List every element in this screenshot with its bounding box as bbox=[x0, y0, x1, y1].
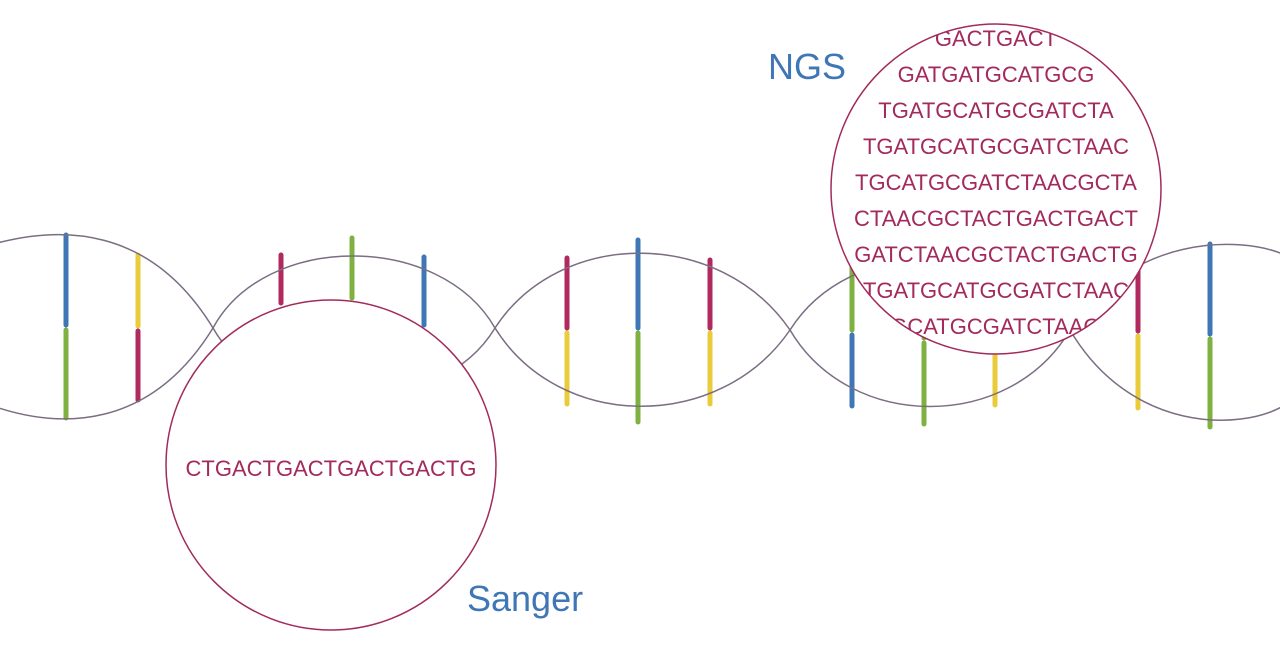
ngs-read-window: GACTGACT GATGATGCATGCG TGATGCATGCGATCTA TGA… bbox=[830, 23, 1162, 375]
sanger-sequence-text: CTGACTGACTGACTGACTG bbox=[186, 456, 477, 481]
ngs-sequence-line: GACTGACT bbox=[935, 26, 1057, 51]
ngs-sequence-line: GATGATGCATGCG bbox=[898, 350, 1095, 375]
ngs-sequence-lines: GACTGACT GATGATGCATGCG TGATGCATGCGATCTA TGA… bbox=[854, 26, 1138, 375]
sanger-read-window: CTGACTGACTGACTGACTG bbox=[165, 299, 497, 631]
ngs-label: NGS bbox=[768, 46, 846, 87]
ngs-sequence-line: TGATGCATGCGATCTAAC bbox=[863, 134, 1129, 159]
sanger-label: Sanger bbox=[467, 578, 583, 619]
dna-base-pairs bbox=[63, 232, 1213, 430]
dna-strand-bottom bbox=[0, 326, 1280, 421]
ngs-sequence-line: CTAACGCTACTGACTGACT bbox=[854, 206, 1138, 231]
sanger-circle bbox=[165, 299, 497, 631]
ngs-sequence-line: GATCTAACGCTACTGACTG bbox=[854, 242, 1138, 267]
ngs-sequence-line: TGATGCATGCGATCTAAC bbox=[863, 278, 1129, 303]
ngs-sequence-line: TGCATGCGATCTAACGCTA bbox=[855, 170, 1137, 195]
ngs-sequence-line: TGATGCATGCGATCTA bbox=[878, 98, 1114, 123]
ngs-sequence-line: GATGATGCATGCG bbox=[898, 62, 1095, 87]
ngs-circle bbox=[830, 23, 1162, 355]
ngs-sequence-line: TGCATGCGATCTAACC bbox=[877, 314, 1115, 339]
